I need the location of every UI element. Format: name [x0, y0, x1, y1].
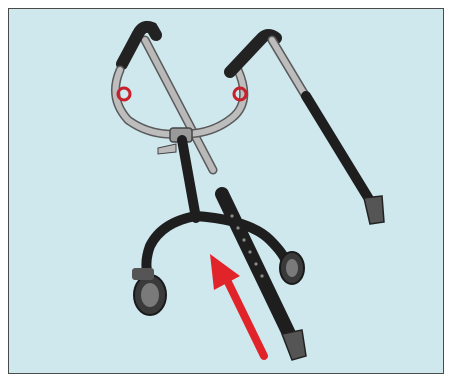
- right-curved-arm: [184, 35, 276, 134]
- right-leg-separate: [272, 40, 384, 224]
- left-wheel-icon: [132, 268, 166, 315]
- center-stem: [182, 140, 196, 218]
- right-wheel-icon: [280, 252, 304, 284]
- insert-leg-tip-icon: [282, 330, 306, 360]
- right-leg-tip-icon: [364, 196, 384, 224]
